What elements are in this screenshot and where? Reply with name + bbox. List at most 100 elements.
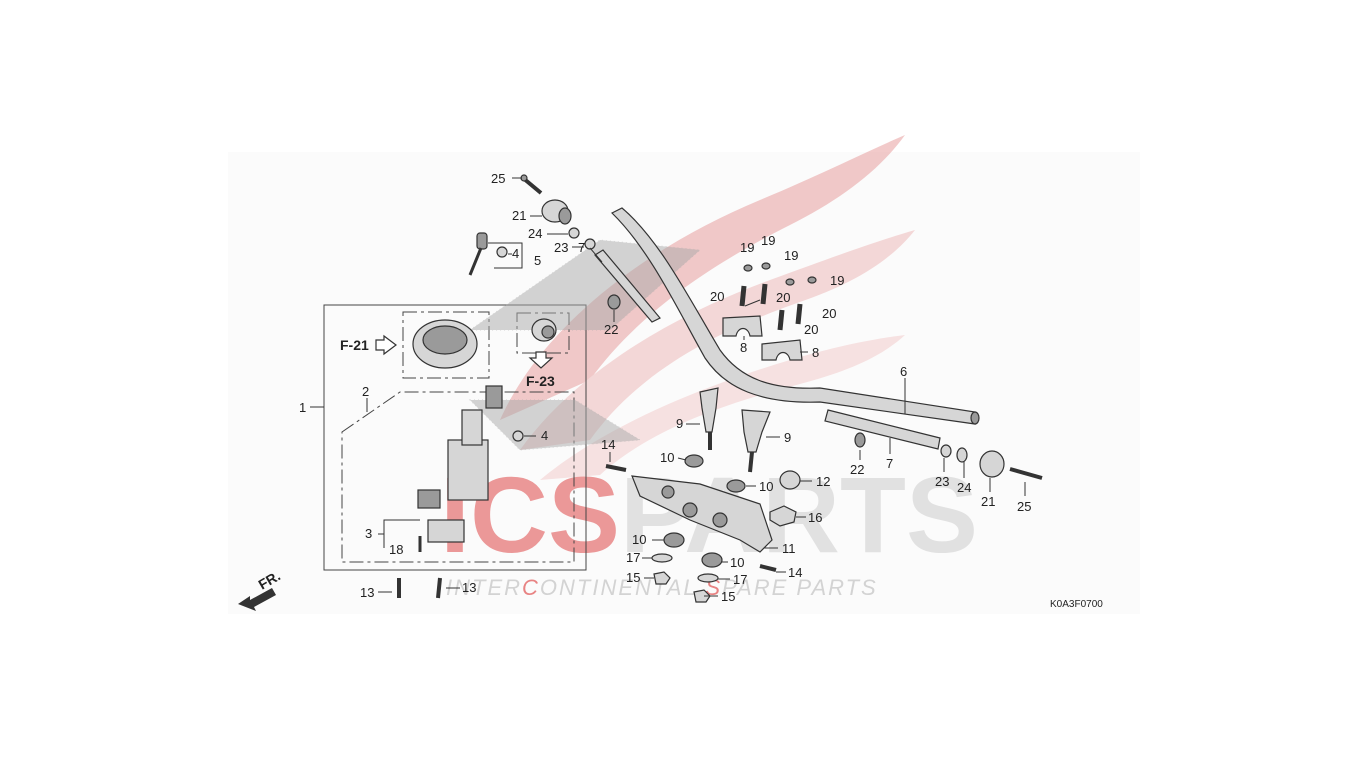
fuel-cap-ref-box xyxy=(402,311,490,379)
stem-nut-16 xyxy=(769,505,797,527)
nut-15-b xyxy=(693,589,711,603)
bolt-14-left xyxy=(605,464,627,472)
ring-23-right xyxy=(940,444,952,458)
key-5 xyxy=(468,232,488,276)
callout-16: 16 xyxy=(808,510,822,525)
fuel-cap xyxy=(412,319,478,369)
callout-1: 1 xyxy=(299,400,306,415)
handlebar-holder-8-left xyxy=(722,315,763,337)
callout-20: 20 xyxy=(822,306,836,321)
callout-3: 3 xyxy=(365,526,372,541)
callout-17: 17 xyxy=(733,572,747,587)
callout-8: 8 xyxy=(812,345,819,360)
callout-19: 19 xyxy=(830,273,844,288)
callout-20: 20 xyxy=(776,290,790,305)
bar-end-weight-21-right xyxy=(979,450,1005,478)
nut-22-right xyxy=(854,432,866,448)
callout-19: 19 xyxy=(784,248,798,263)
diagram-code: K0A3F0700 xyxy=(1050,599,1103,610)
callout-21: 21 xyxy=(981,494,995,509)
top-bridge-hole-b xyxy=(682,502,698,518)
callout-12: 12 xyxy=(816,474,830,489)
callout-19: 19 xyxy=(761,233,775,248)
washer-17-b xyxy=(697,573,719,583)
nut-22-top xyxy=(607,294,621,310)
callout-13: 13 xyxy=(360,585,374,600)
callout-19: 19 xyxy=(740,240,754,255)
ref-label-down: F-23 xyxy=(526,373,555,389)
bolt-20-c xyxy=(777,309,785,331)
callout-24: 24 xyxy=(957,480,971,495)
callout-14: 14 xyxy=(788,565,802,580)
grommet-10-a xyxy=(684,454,704,468)
callout-2: 2 xyxy=(362,384,369,399)
top-bridge-hole-c xyxy=(712,512,728,528)
callout-10: 10 xyxy=(759,479,773,494)
callout-10: 10 xyxy=(632,532,646,547)
halftone-shadows xyxy=(468,239,702,451)
handlebar-6-end xyxy=(970,411,980,425)
callout-24: 24 xyxy=(528,226,542,241)
ring-23-top xyxy=(584,238,596,250)
callout-7: 7 xyxy=(578,240,585,255)
grommet-10-d xyxy=(701,552,723,568)
callout-4: 4 xyxy=(512,246,519,261)
callout-17: 17 xyxy=(626,550,640,565)
callout-15: 15 xyxy=(721,589,735,604)
callout-20: 20 xyxy=(710,289,724,304)
leader-lines xyxy=(310,177,1026,597)
callout-9: 9 xyxy=(784,430,791,445)
bar-end-weight-21-top xyxy=(541,199,572,225)
callout-5: 5 xyxy=(534,253,541,268)
diagram-panel xyxy=(228,152,1140,614)
callout-8: 8 xyxy=(740,340,747,355)
ref-arrow-down xyxy=(528,351,554,369)
washer-4-mid xyxy=(512,430,524,442)
bolt-13-right xyxy=(436,577,442,599)
watermark-brand-grey: PARTS xyxy=(620,454,978,575)
callout-18: 18 xyxy=(389,542,403,557)
collar-12 xyxy=(779,470,801,490)
callout-23: 23 xyxy=(935,474,949,489)
ref-label-left: F-21 xyxy=(340,337,369,353)
bolt-20-a xyxy=(739,285,747,307)
washer-17-a xyxy=(651,553,673,563)
callout-6: 6 xyxy=(900,364,907,379)
callout-7: 7 xyxy=(886,456,893,471)
cap-19-b xyxy=(761,262,771,270)
washer-4-top xyxy=(496,246,508,258)
seat-lock xyxy=(531,318,557,342)
callout-22: 22 xyxy=(850,462,864,477)
callout-25: 25 xyxy=(1017,499,1031,514)
callout-14: 14 xyxy=(601,437,615,452)
collar-24-right xyxy=(956,447,968,463)
weight-rod-7-right xyxy=(824,409,941,450)
callout-10: 10 xyxy=(660,450,674,465)
callout-4: 4 xyxy=(541,428,548,443)
assembly-box-2 xyxy=(341,391,575,563)
fork-bolt-9-left xyxy=(699,387,719,450)
callout-11: 11 xyxy=(782,541,796,556)
callout-13: 13 xyxy=(462,580,476,595)
callout-20: 20 xyxy=(804,322,818,337)
grommet-10-b xyxy=(726,479,746,493)
screw-25-right xyxy=(1009,467,1043,480)
callout-21: 21 xyxy=(512,208,526,223)
ignition-switch-3 xyxy=(417,385,503,543)
handlebar-holder-8-right xyxy=(761,339,803,361)
grommet-10-c xyxy=(663,532,685,548)
callout-10: 10 xyxy=(730,555,744,570)
callout-25: 25 xyxy=(491,171,505,186)
bolt-20-d xyxy=(795,303,803,325)
fork-bolt-9-right xyxy=(741,409,771,473)
cap-19-d xyxy=(807,276,817,284)
callout-9: 9 xyxy=(676,416,683,431)
callout-22: 22 xyxy=(604,322,618,337)
callout-labels: 25 21 24 23 7 22 4 5 19 19 19 19 20 20 2… xyxy=(299,171,1031,604)
bolt-20-b xyxy=(760,283,768,305)
top-bridge-hole-a xyxy=(661,485,675,499)
cap-19-c xyxy=(785,278,795,286)
weight-rod-7-top xyxy=(594,249,661,323)
